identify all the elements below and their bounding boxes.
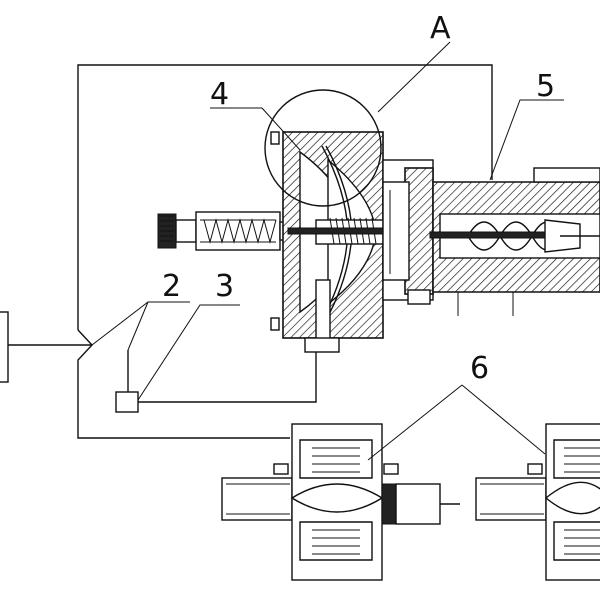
valve-body	[429, 167, 600, 316]
adjusting-screw	[157, 211, 289, 251]
label-6: 6	[470, 351, 489, 386]
sensor-line	[138, 350, 317, 403]
connection-body	[382, 159, 434, 305]
label-3: 3	[215, 269, 234, 304]
label-4: 4	[210, 77, 229, 112]
pipe-valve-right	[475, 423, 600, 581]
leader-lines	[91, 41, 564, 461]
pipe-loop	[8, 64, 493, 439]
sensor-box	[115, 391, 139, 413]
detail-circle-a	[264, 89, 382, 207]
left-block	[0, 311, 9, 383]
pipe-valve-left	[221, 423, 460, 581]
label-5: 5	[536, 69, 555, 104]
label-2: 2	[162, 269, 181, 304]
label-a: A	[430, 11, 451, 46]
